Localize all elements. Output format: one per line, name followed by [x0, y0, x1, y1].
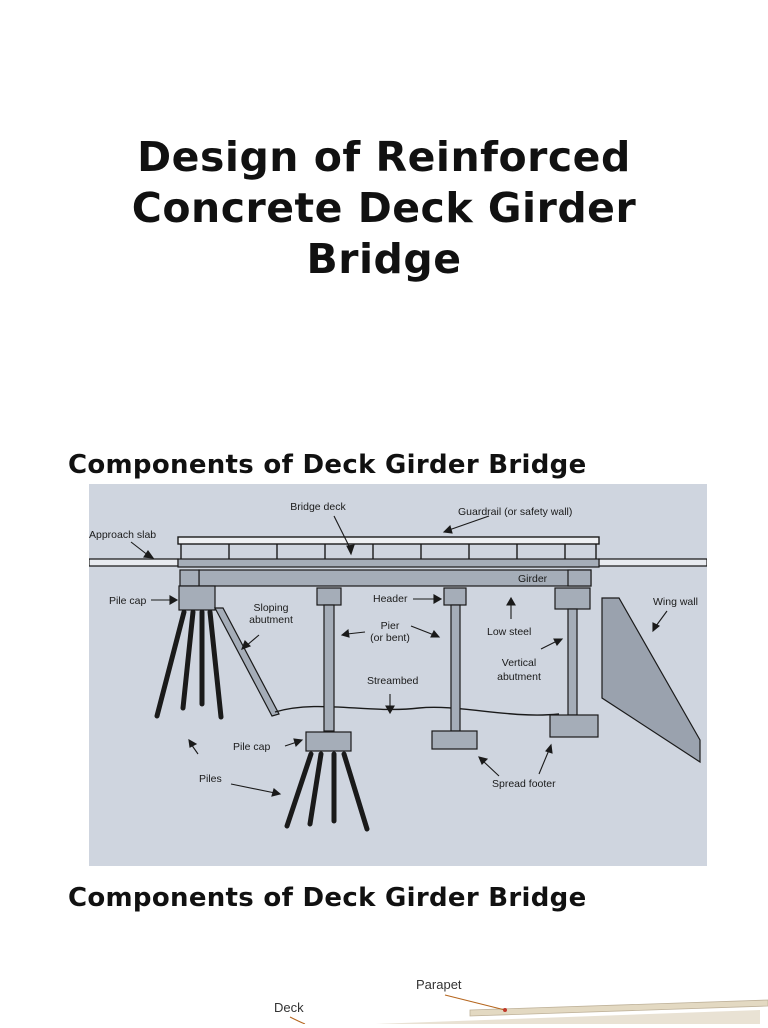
pier-2-spread-footer: [431, 730, 478, 750]
abutment-spread-footer: [549, 714, 599, 738]
pier-1-column: [323, 604, 335, 732]
parapet-leader: [444, 994, 506, 1011]
sloping-abutment: [214, 607, 280, 717]
left-bank: [89, 558, 179, 567]
pier-2-header: [443, 587, 467, 606]
deck-surface: [375, 1010, 760, 1024]
parapet-leader-dot: [503, 1008, 507, 1012]
label-pier: Pier: [381, 620, 400, 632]
label-guardrail: Guardrail (or safety wall): [458, 506, 572, 518]
label-girder: Girder: [518, 573, 548, 585]
title-line-3: Bridge: [306, 235, 462, 283]
deck-leader: [289, 1016, 306, 1025]
guardrail: [177, 536, 600, 559]
pier-1-header: [316, 587, 342, 606]
label-wing-wall: Wing wall: [653, 596, 698, 608]
label-pile-cap-left: Pile cap: [109, 595, 147, 607]
streambed-line: [274, 705, 560, 716]
label-bridge-deck: Bridge deck: [290, 501, 346, 513]
section-heading-components-2: Components of Deck Girder Bridge: [68, 883, 587, 913]
section-heading-components: Components of Deck Girder Bridge: [68, 450, 587, 480]
vertical-abutment-wall: [567, 608, 578, 716]
bridge-deck: [177, 558, 600, 568]
label-low-steel: Low steel: [487, 626, 531, 638]
label-deck: Deck: [274, 1000, 304, 1015]
pier-2-column: [450, 604, 461, 732]
label-sloping: Sloping: [253, 602, 288, 614]
wing-wall: [601, 597, 701, 764]
label-or-bent: (or bent): [370, 632, 410, 644]
label-spread-footer: Spread footer: [492, 778, 556, 790]
center-piles: [284, 751, 370, 832]
title-line-2: Concrete Deck Girder: [131, 184, 637, 232]
parapet: [469, 999, 768, 1017]
left-piles: [154, 609, 224, 720]
bridge-components-diagram: Bridge deck Guardrail (or safety wall) A…: [89, 484, 707, 866]
deck-parapet-svg: Parapet Deck: [274, 977, 768, 1025]
label-pile-cap-center: Pile cap: [233, 741, 271, 753]
label-piles: Piles: [199, 773, 222, 785]
vertical-abutment-cap: [554, 587, 591, 610]
label-abutment: abutment: [249, 614, 293, 626]
label-vertical-abutment: abutment: [497, 671, 541, 683]
label-vertical: Vertical: [502, 657, 536, 669]
deck-parapet-diagram: Parapet Deck: [0, 960, 768, 1025]
right-girder-end: [567, 569, 592, 587]
left-girder-end: [179, 569, 200, 587]
page-title: Design of Reinforced Concrete Deck Girde…: [0, 132, 768, 285]
right-bank: [598, 558, 707, 567]
label-approach-slab: Approach slab: [89, 529, 156, 541]
bridge-diagram-svg: Bridge deck Guardrail (or safety wall) A…: [89, 484, 707, 866]
label-header: Header: [373, 593, 408, 605]
leader-arrows: [130, 515, 668, 797]
left-pile-cap: [178, 585, 216, 611]
center-pile-cap: [305, 731, 352, 752]
label-streambed: Streambed: [367, 675, 419, 687]
label-parapet: Parapet: [416, 977, 462, 992]
title-line-1: Design of Reinforced: [137, 133, 631, 181]
